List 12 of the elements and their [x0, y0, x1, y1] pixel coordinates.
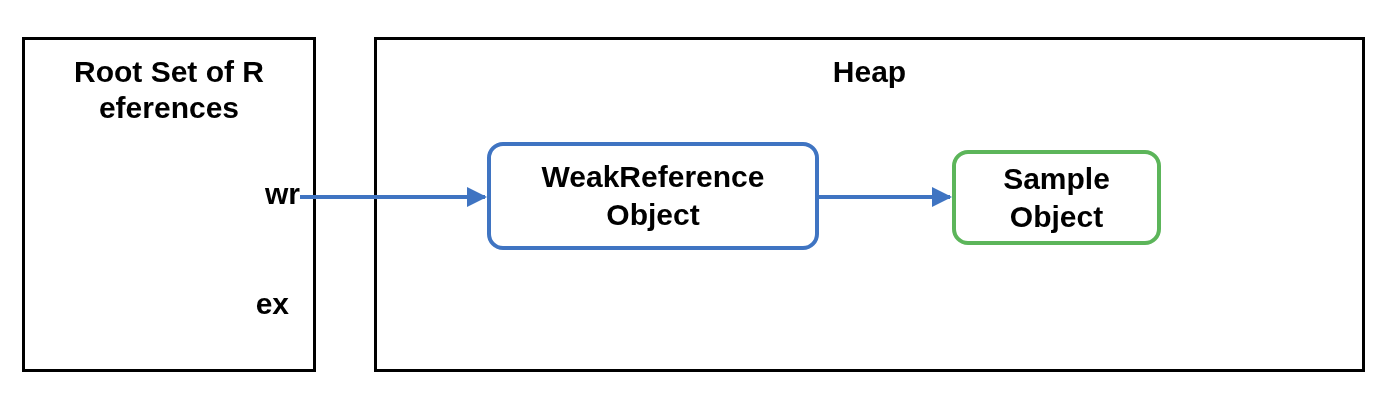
node-title: Heap	[831, 54, 908, 90]
arrow	[819, 187, 952, 207]
reference-label: wr	[264, 176, 300, 212]
object-box	[487, 142, 819, 250]
object-box	[952, 150, 1161, 245]
reference-label: ex	[255, 286, 289, 322]
root-set-panel	[22, 37, 316, 372]
arrow	[300, 187, 487, 207]
heap-panel	[374, 37, 1365, 372]
node-title: Root Set of References	[73, 54, 265, 126]
node-title: Sample Object	[1002, 160, 1111, 235]
node-title: WeakReference Object	[540, 159, 766, 233]
